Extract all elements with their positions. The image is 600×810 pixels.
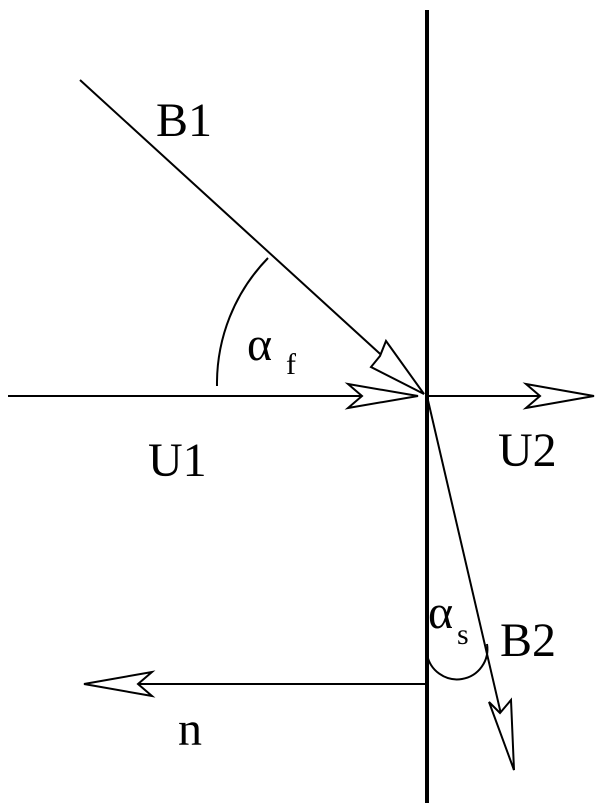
alpha-f-label: α f xyxy=(247,318,296,381)
n-label: n xyxy=(178,703,202,756)
u2-label: U2 xyxy=(498,424,557,477)
b1-label: B1 xyxy=(156,94,212,147)
b2-vector-line xyxy=(426,395,515,771)
b1-arrowhead xyxy=(369,338,425,395)
b2-arrowhead xyxy=(488,697,515,771)
alpha-f-subscript: f xyxy=(286,348,296,381)
u1-label: U1 xyxy=(148,434,207,487)
alpha-f-angle-arc xyxy=(215,257,269,387)
b1-vector-line xyxy=(79,79,425,395)
n-arrowhead xyxy=(83,670,156,698)
alpha-s-label: α s xyxy=(428,586,469,651)
alpha-s-symbol: α xyxy=(428,586,453,639)
u1-arrowhead xyxy=(344,382,419,410)
alpha-s-subscript: s xyxy=(457,618,469,651)
alpha-s-angle-arc xyxy=(426,643,489,681)
b2-label: B2 xyxy=(500,614,556,667)
alpha-f-symbol: α xyxy=(247,318,272,371)
u2-arrowhead xyxy=(522,382,595,410)
